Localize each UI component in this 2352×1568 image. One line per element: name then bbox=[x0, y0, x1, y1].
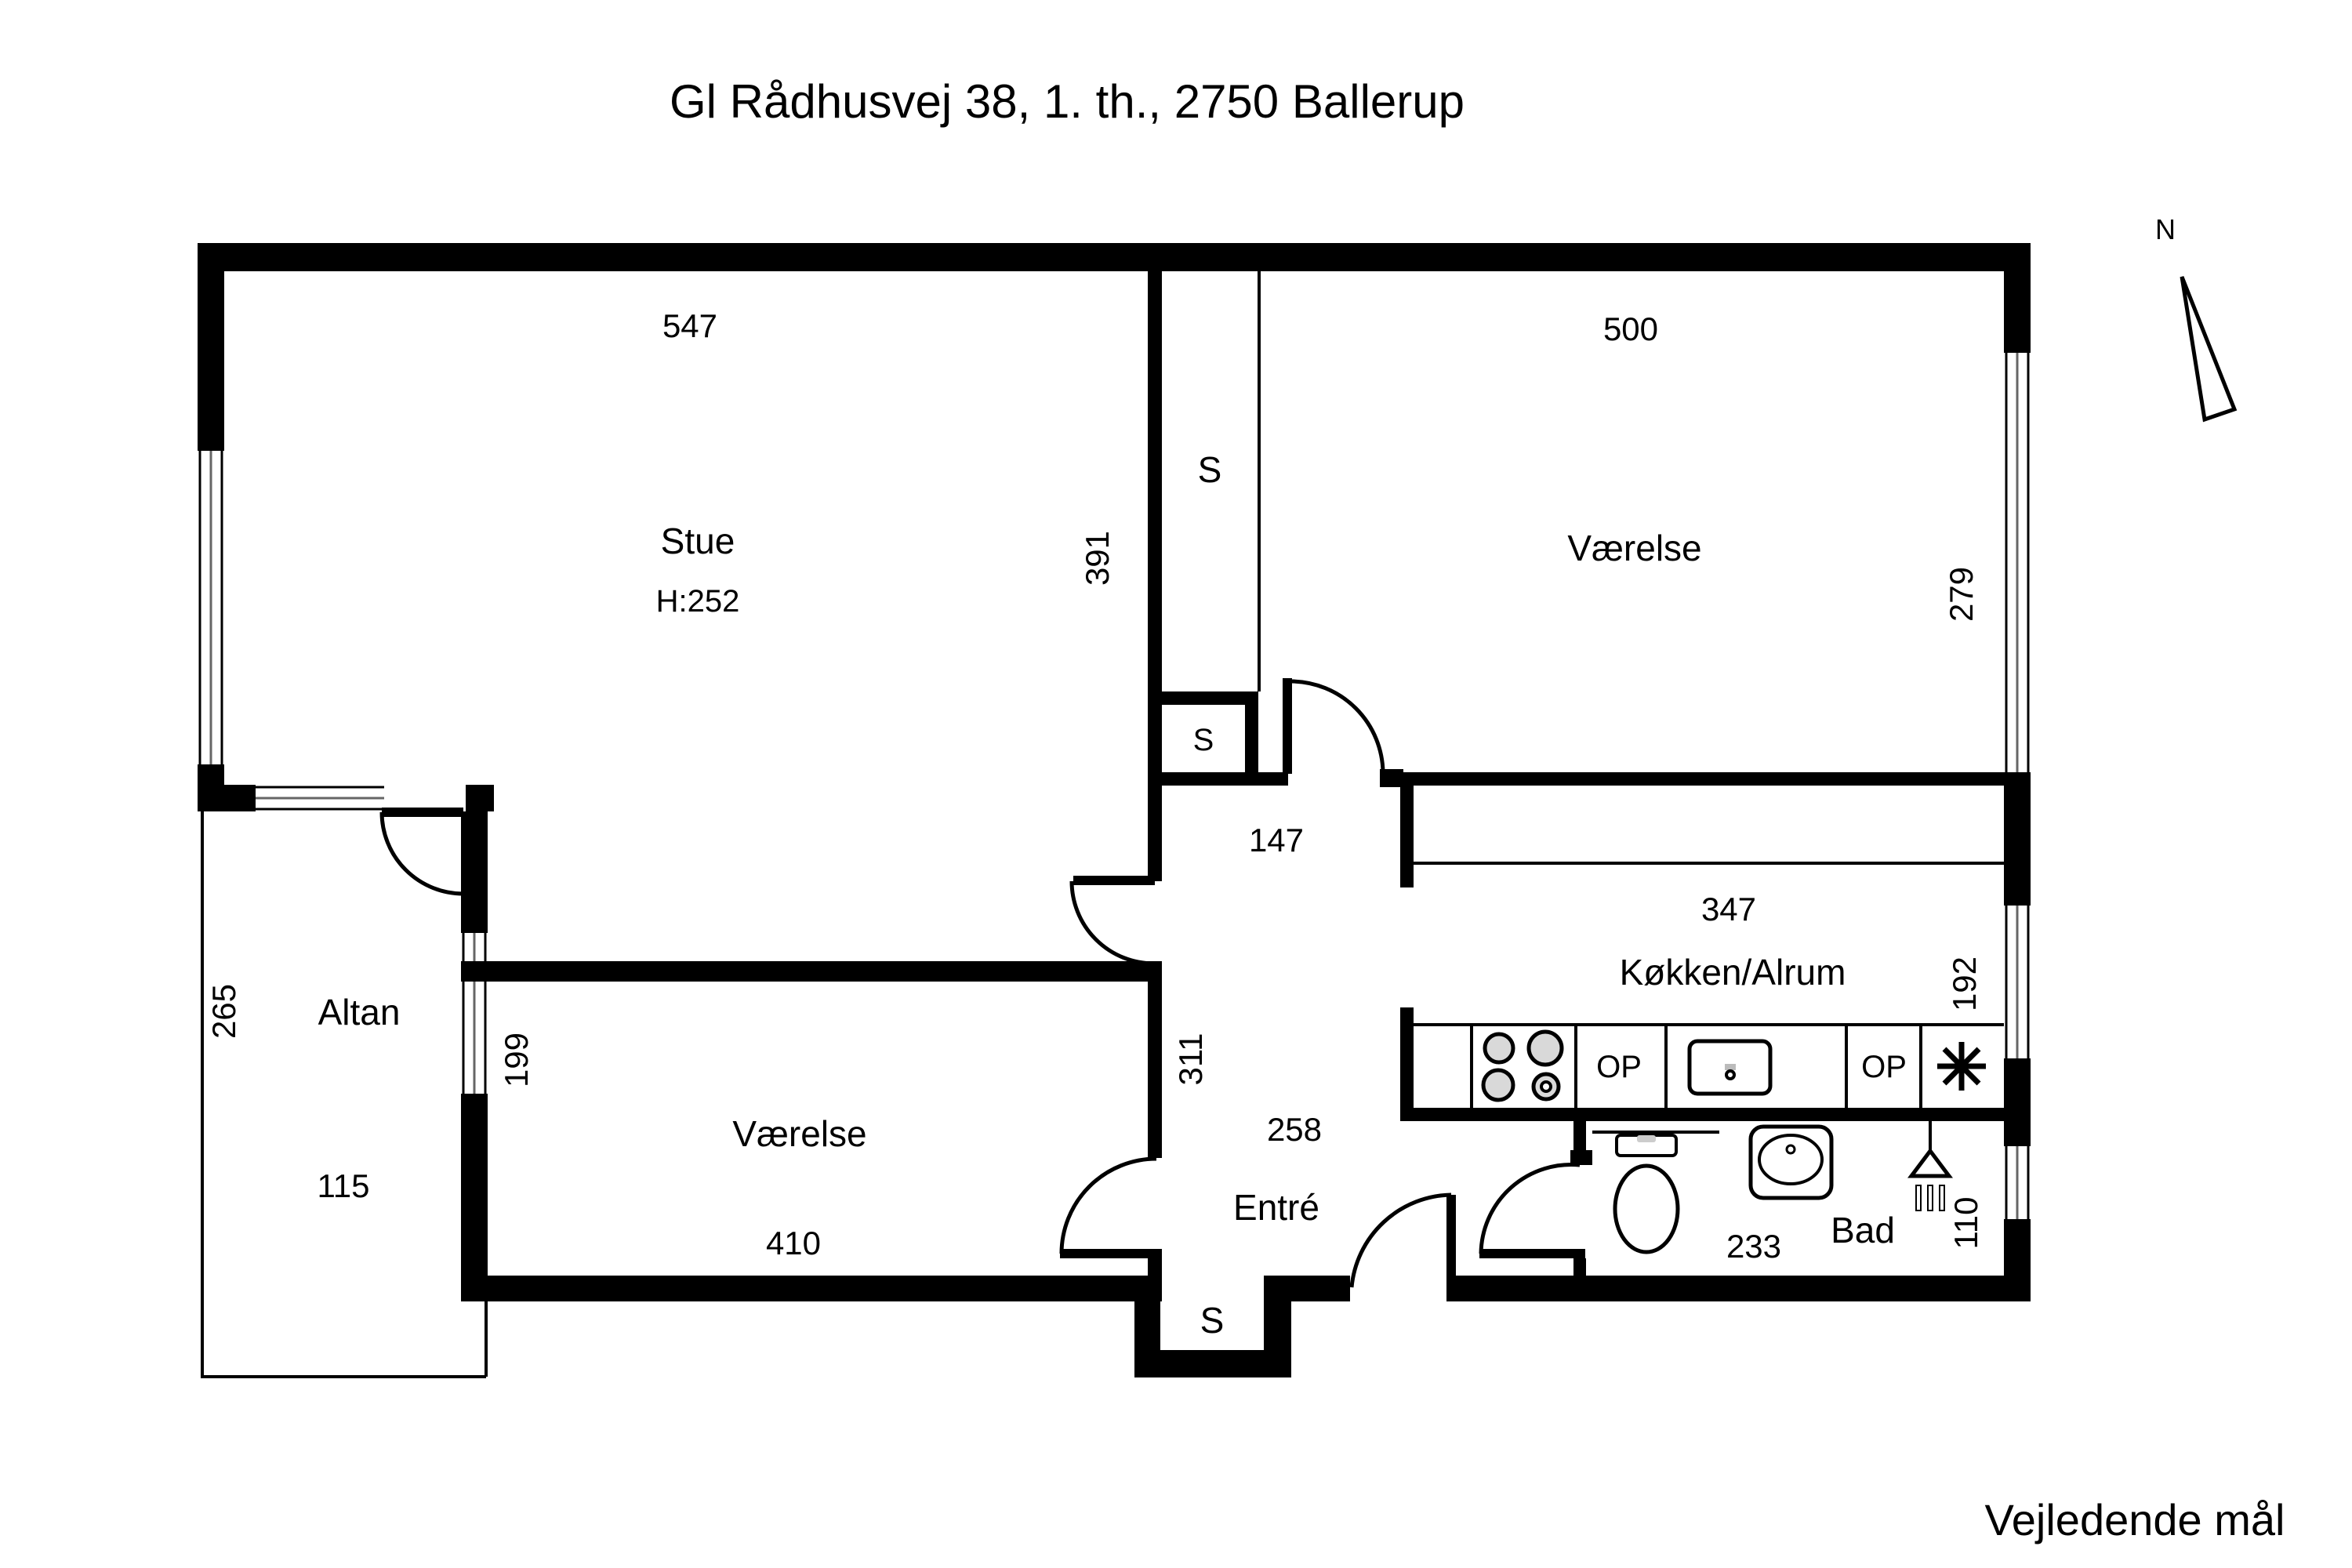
closet-bottom-label: S bbox=[1200, 1300, 1225, 1341]
door-vaerelse-ne bbox=[1283, 678, 1385, 774]
footer-note: Vejledende mål bbox=[1985, 1495, 2285, 1544]
interior-walls bbox=[461, 271, 2004, 1377]
cabinet-op-1-label: OP bbox=[1596, 1050, 1642, 1084]
window-altan-vaerelse bbox=[462, 933, 487, 1094]
bathroom-fixtures bbox=[1613, 1121, 1953, 1254]
window-vaerelse-ne-east bbox=[2005, 353, 2030, 772]
north-label: N bbox=[2155, 213, 2176, 245]
plan-title: Gl Rådhusvej 38, 1. th., 2750 Ballerup bbox=[670, 75, 1465, 128]
altan-dim-depth: 265 bbox=[205, 984, 242, 1039]
bad-dim-window: 110 bbox=[1947, 1197, 1984, 1250]
stue-name: Stue bbox=[661, 521, 735, 561]
door-bad bbox=[1479, 1162, 1585, 1258]
kitchen-sink-icon bbox=[1687, 1039, 1773, 1096]
vaerelse-ne-dim-top: 500 bbox=[1603, 310, 1658, 347]
stue-dim-top: 547 bbox=[662, 307, 717, 344]
vaerelse-sw-name: Værelse bbox=[732, 1113, 866, 1154]
bad-dim: 233 bbox=[1726, 1228, 1781, 1265]
entre-name: Entré bbox=[1233, 1187, 1319, 1228]
cabinet-op-2-label: OP bbox=[1861, 1050, 1907, 1084]
door-stue-hall bbox=[1069, 876, 1155, 966]
north-arrow-icon bbox=[2180, 276, 2238, 423]
altan-dim-bottom: 115 bbox=[318, 1167, 370, 1204]
hall-dim: 147 bbox=[1249, 822, 1304, 858]
stue-ceiling-height: H:252 bbox=[656, 584, 740, 619]
stove-icon bbox=[1481, 1029, 1564, 1102]
thin-lines bbox=[1258, 271, 2004, 1134]
kitchen-counter: OP OP bbox=[1414, 1023, 2004, 1108]
koekken-dim-window: 192 bbox=[1946, 956, 1983, 1011]
exterior-walls bbox=[198, 243, 2031, 1301]
door-altan bbox=[379, 808, 464, 896]
window-stue-west bbox=[198, 451, 223, 764]
extractor-fan-icon bbox=[1937, 1042, 1986, 1091]
door-vaerelse-sw bbox=[1059, 1156, 1157, 1258]
entre-dim: 258 bbox=[1267, 1111, 1322, 1148]
toilet-icon bbox=[1613, 1134, 1680, 1254]
north-arrow: N bbox=[2155, 213, 2238, 423]
altan-dim-window: 199 bbox=[498, 1033, 535, 1087]
closet-small-label: S bbox=[1193, 723, 1214, 757]
altan-outline bbox=[201, 811, 488, 1378]
shower-icon bbox=[1907, 1121, 1953, 1211]
koekken-name: Køkken/Alrum bbox=[1620, 952, 1846, 993]
bad-name: Bad bbox=[1831, 1210, 1895, 1250]
vaerelse-sw-dim-bottom: 410 bbox=[766, 1225, 821, 1261]
altan-name: Altan bbox=[318, 992, 401, 1033]
vaerelse-ne-dim-window: 279 bbox=[1943, 567, 1980, 622]
window-koekken-east bbox=[2005, 906, 2030, 1058]
koekken-dim: 347 bbox=[1701, 891, 1756, 927]
bathroom-sink-icon bbox=[1748, 1124, 1834, 1200]
room-labels: 547 Stue H:252 391 S S S 147 500 Værelse… bbox=[205, 307, 1984, 1341]
stue-dim-side: 391 bbox=[1079, 531, 1116, 586]
window-stue-altan bbox=[256, 786, 384, 811]
closet-tall-label: S bbox=[1198, 449, 1222, 490]
vaerelse-ne-name: Værelse bbox=[1567, 528, 1701, 568]
window-bad-east bbox=[2005, 1146, 2030, 1219]
vaerelse-sw-dim-side: 311 bbox=[1172, 1033, 1209, 1086]
door-entrance bbox=[1349, 1192, 1456, 1301]
